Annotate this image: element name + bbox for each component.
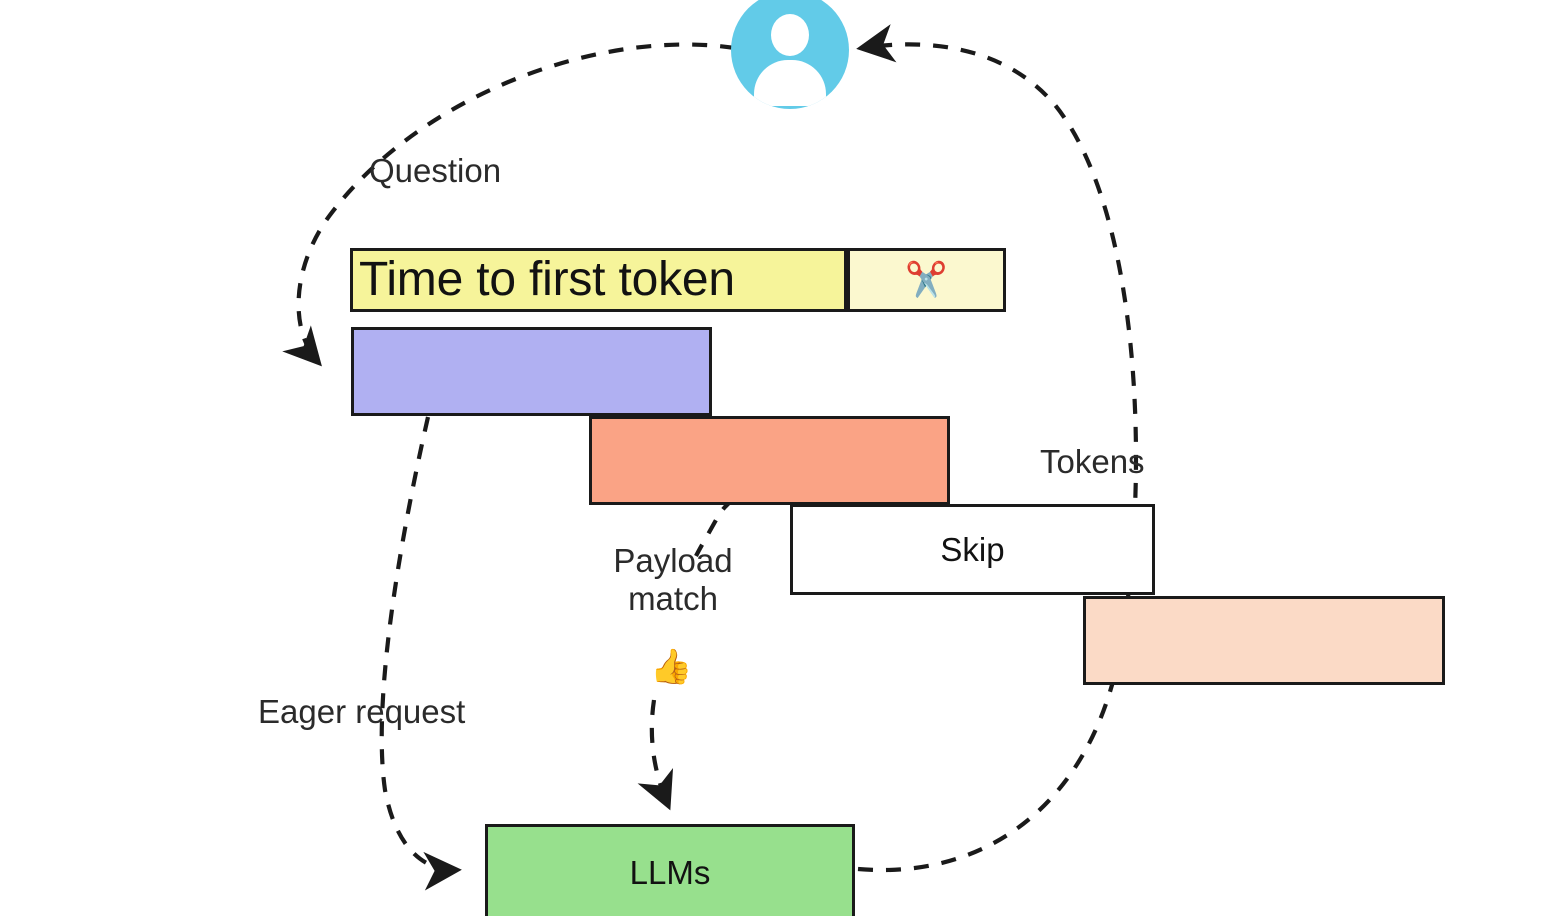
edge-label-question: Question [369,152,502,189]
scissors-icon: ✂️ [905,261,948,299]
bar-decode [1083,596,1445,685]
edge-label-tokens: Tokens [1040,443,1145,480]
user-avatar [731,0,849,109]
user-icon-head [771,14,809,56]
bar-skip: Skip [790,504,1155,595]
thumbs-up-icon: 👍 [650,648,693,686]
bar-time-to-first-token: Time to first token [350,248,847,312]
bar-label-llms: LLMs [629,853,711,891]
bar-llms: LLMs [485,824,855,916]
edge-label-eager-request: Eager request [258,693,466,730]
edge-payload-match [637,699,674,811]
bar-queue [351,327,712,416]
edge-label-payload-match: Payload match [613,542,733,618]
bar-label-time-to-first-token: Time to first token [359,253,735,306]
edge-eager-request [379,416,462,891]
bar-label-skip: Skip [940,531,1005,568]
user-icon-body [754,60,826,106]
bar-truncate: ✂️ [847,248,1006,312]
edge-question [282,42,736,367]
bar-prefill [589,416,950,505]
